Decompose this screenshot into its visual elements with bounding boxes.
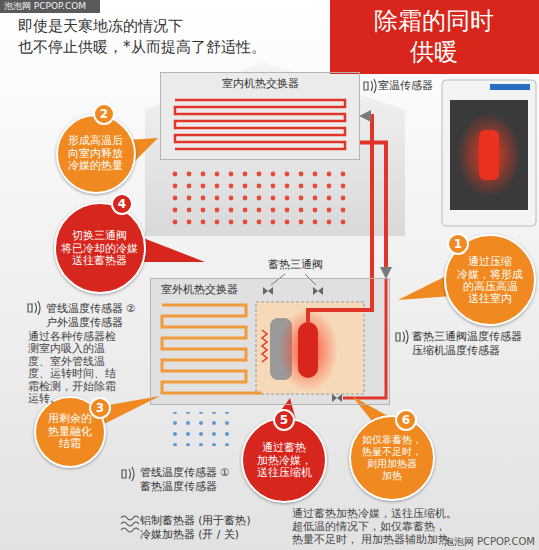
callout-text: 用剩余的 热量融化 结霜 [46,413,94,452]
callout-circle: 2形成高温后 向室内释放 冷媒的热量 [56,114,136,194]
heat-dots [168,168,348,226]
outdoor-unit-fill [150,278,390,405]
pipe [246,392,262,395]
outdoor-unit-photo [442,80,536,226]
callout-text: 通过压缩 冷媒，将形成 的高压高温 送往室内 [456,255,523,305]
outdoor-coil [162,305,246,393]
callout-circle: 5通过蓄热 加热冷媒， 送往压缩机 [241,417,327,503]
watermark: 泡泡网 PCPOP.COM [4,1,86,12]
part-label: 户外温度传感器 [46,316,123,329]
badge-text: 除霜的同时 供暖 [367,6,501,68]
part-label: 蓄热三通阀温度传感器 [412,330,522,343]
callout-text: 形成高温后 向室内释放 冷媒的热量 [66,135,125,174]
callout-text: 通过蓄热 加热冷媒， 送往压缩机 [256,441,313,478]
part-label: 冷媒加热器 (开 / 关) [140,528,239,541]
part-label: 蓄热温度传感器 [140,480,217,493]
callout-text: 如仅靠蓄热， 热量不足时， 则用加热器 加热 [360,434,424,481]
unit-box: 室外机热交换器 [150,278,390,405]
part-label: 管线温度传感器 ① [140,466,230,479]
compressor [298,322,318,378]
photo-grille [450,100,528,210]
page-title: 即使是天寒地冻的情况下 也不停止供暖，*从而提高了舒适性。 [18,16,282,58]
pipe [308,278,372,322]
indoor-coil [175,100,345,149]
part-label: 铝制蓄热器 (用于蓄热) [140,514,251,527]
part-label: 蓄热三通阀 [268,258,323,271]
frost-dots [168,412,238,446]
three-way-valve [332,394,342,402]
callout-circle: 1通过压缩 冷媒，将形成 的高压高温 送往室内 [444,234,536,326]
leader-line [271,274,316,285]
callout-circle: 4切换三通阀 将已冷却的冷媒 送往蓄热器 [54,202,146,294]
part-label: 管线温度传感器 ② [46,302,136,315]
part-label: 压缩机温度传感器 [412,344,500,357]
refrigerant-pipe [365,116,372,278]
callout-number: 1 [447,233,469,255]
unit-box: 室内机热交换器 [160,72,360,160]
house-shape [145,62,405,236]
sensor-icon [396,330,408,344]
pipe [343,278,386,398]
three-way-valve [263,287,273,295]
brand-strip [490,84,530,90]
callout-number: 3 [89,397,111,419]
heater-icon [121,516,139,532]
callout-tail [138,236,205,262]
refrigerant-pipe [360,142,386,273]
photo-glow [457,113,521,197]
callout-number: 4 [111,193,133,215]
sensor-icon [28,301,40,315]
callout-circle: 3用剩余的 热量融化 结霜 [34,396,106,468]
callout-number: 5 [273,409,295,431]
photo-compressor [479,130,499,180]
unit-heading: 室外机热交换器 [161,283,379,297]
indoor-unit-fill [160,72,360,160]
unit-heading: 室内机热交换器 [171,77,349,91]
callout-number: 2 [93,103,115,125]
three-way-valve [313,287,323,295]
heater-element [262,330,267,362]
watermark-bar [0,0,100,13]
callout-text: 切换三通阀 将已冷却的冷媒 送往蓄热器 [61,229,139,266]
part-label: 室温传感器 [378,79,433,92]
note-text: 通过各种传感器检测室内吸入的温度、室外管线温度、运转时间、结霜检测，开始除霜运转… [28,330,127,404]
watermark: 泡泡网 PCPOP.COM [444,536,535,549]
sensor-icon [122,467,134,481]
callout-number: 6 [395,409,417,431]
headline-badge: 除霜的同时 供暖 [330,0,539,74]
callout-circle: 6如仅靠蓄热， 热量不足时， 则用加热器 加热 [349,415,435,501]
sensor-icon [364,79,376,93]
